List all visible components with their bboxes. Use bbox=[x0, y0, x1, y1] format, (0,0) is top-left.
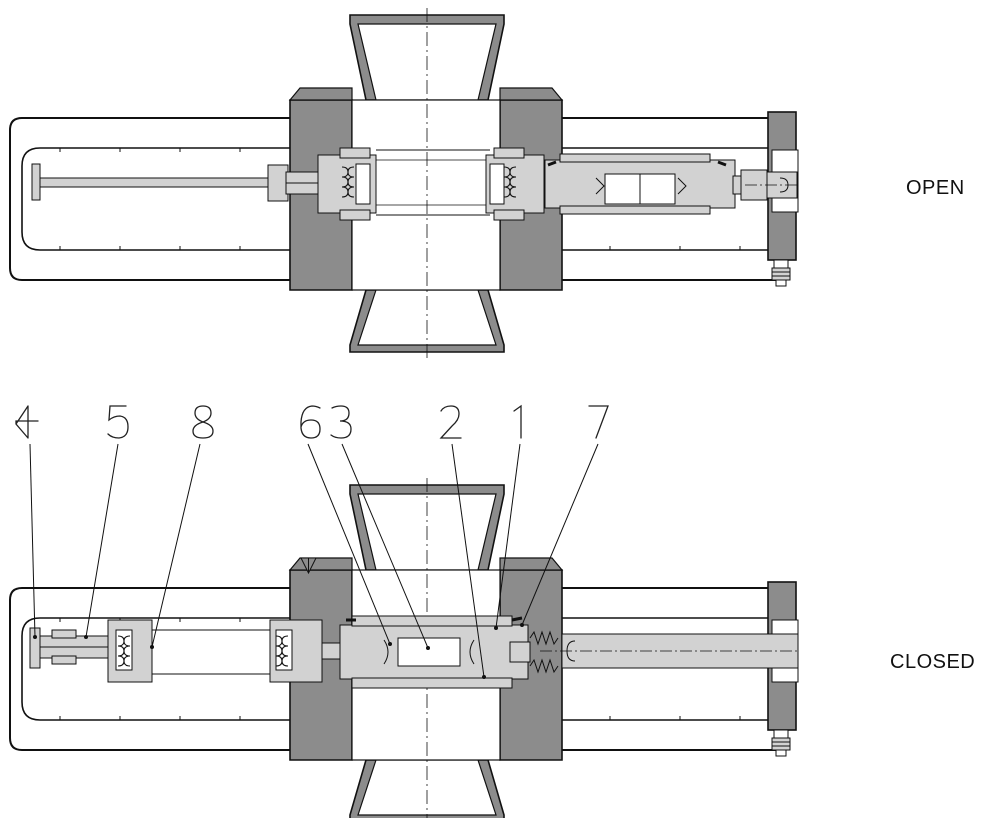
callout-1 bbox=[513, 404, 522, 439]
open-state-label: OPEN bbox=[906, 177, 965, 199]
callout-8 bbox=[192, 405, 214, 439]
callout-5 bbox=[107, 405, 129, 439]
callout-numbers bbox=[15, 404, 609, 678]
callout-6 bbox=[300, 405, 321, 439]
closed-state-label: CLOSED bbox=[890, 651, 976, 673]
open-assembly bbox=[9, 7, 799, 361]
callout-4 bbox=[15, 405, 39, 439]
callout-7 bbox=[588, 405, 609, 439]
callout-3 bbox=[330, 405, 352, 439]
callout-2 bbox=[439, 405, 462, 439]
closed-assembly bbox=[9, 477, 799, 818]
